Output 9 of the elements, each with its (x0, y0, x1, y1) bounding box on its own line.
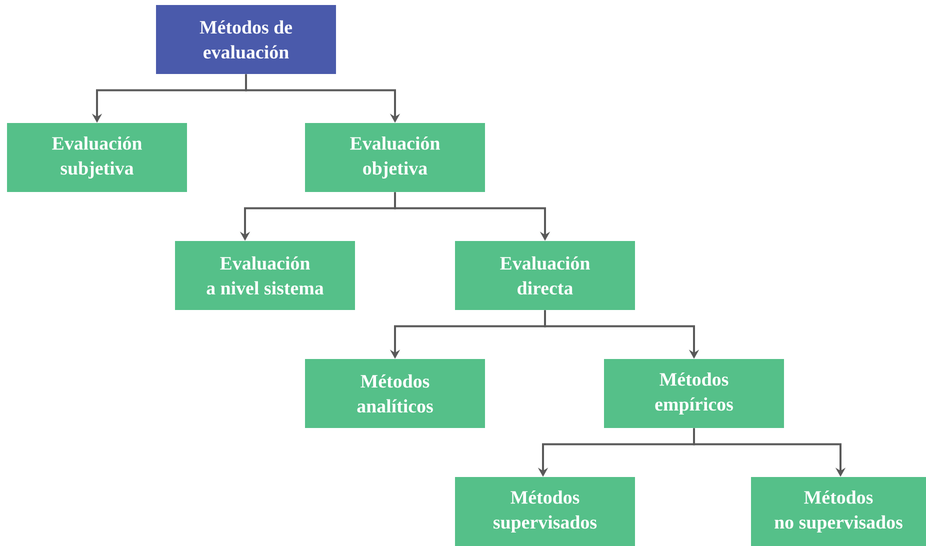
process-box: Evaluación objetiva (305, 123, 485, 192)
process-box: Evaluación subjetiva (7, 123, 187, 192)
process-box: Métodos no supervisados (751, 477, 926, 546)
process-box: Métodos de evaluación (156, 5, 336, 74)
process-box: Métodos analíticos (305, 359, 485, 428)
process-box: Métodos empíricos (604, 359, 784, 428)
process-box: Evaluación directa (455, 241, 635, 310)
process-box: Métodos supervisados (455, 477, 635, 546)
process-box: Evaluación a nivel sistema (175, 241, 355, 310)
